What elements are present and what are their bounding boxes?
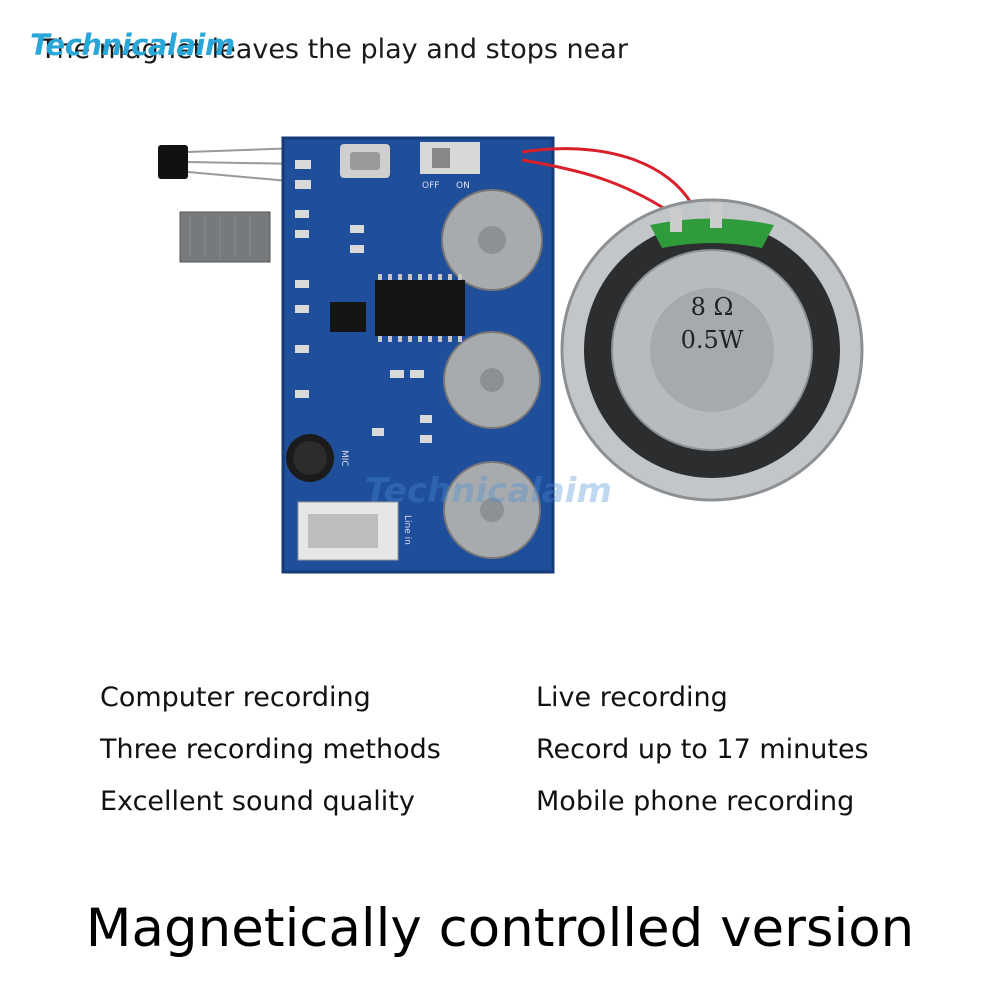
line-in-label: Line in — [402, 515, 412, 545]
feature-right-1: Live recording — [536, 682, 728, 713]
speaker-watt-label: 0.5W — [681, 326, 744, 354]
speaker: 8 Ω 0.5W — [560, 198, 864, 502]
feature-right-2: Record up to 17 minutes — [536, 734, 869, 765]
brand-logo: Technicalaim — [30, 28, 235, 62]
speaker-ohm-label: 8 Ω — [691, 293, 734, 321]
feature-left-3: Excellent sound quality — [100, 786, 415, 817]
product-photo: OFF ON — [158, 136, 864, 574]
hall-sensor — [158, 145, 301, 183]
pcb-board: OFF ON — [281, 136, 555, 574]
watermark: Technicalaim — [365, 471, 612, 511]
feature-right-3: Mobile phone recording — [536, 786, 855, 817]
feature-left-2: Three recording methods — [100, 734, 441, 765]
magnet — [179, 211, 271, 263]
caption: Magnetically controlled version — [85, 898, 915, 959]
switch-on-label: ON — [456, 181, 470, 191]
headline: The magnet leaves the play and stops nea… — [40, 34, 628, 65]
mic-label: MIC — [339, 450, 349, 467]
feature-left-1: Computer recording — [100, 682, 371, 713]
switch-off-label: OFF — [422, 181, 439, 191]
